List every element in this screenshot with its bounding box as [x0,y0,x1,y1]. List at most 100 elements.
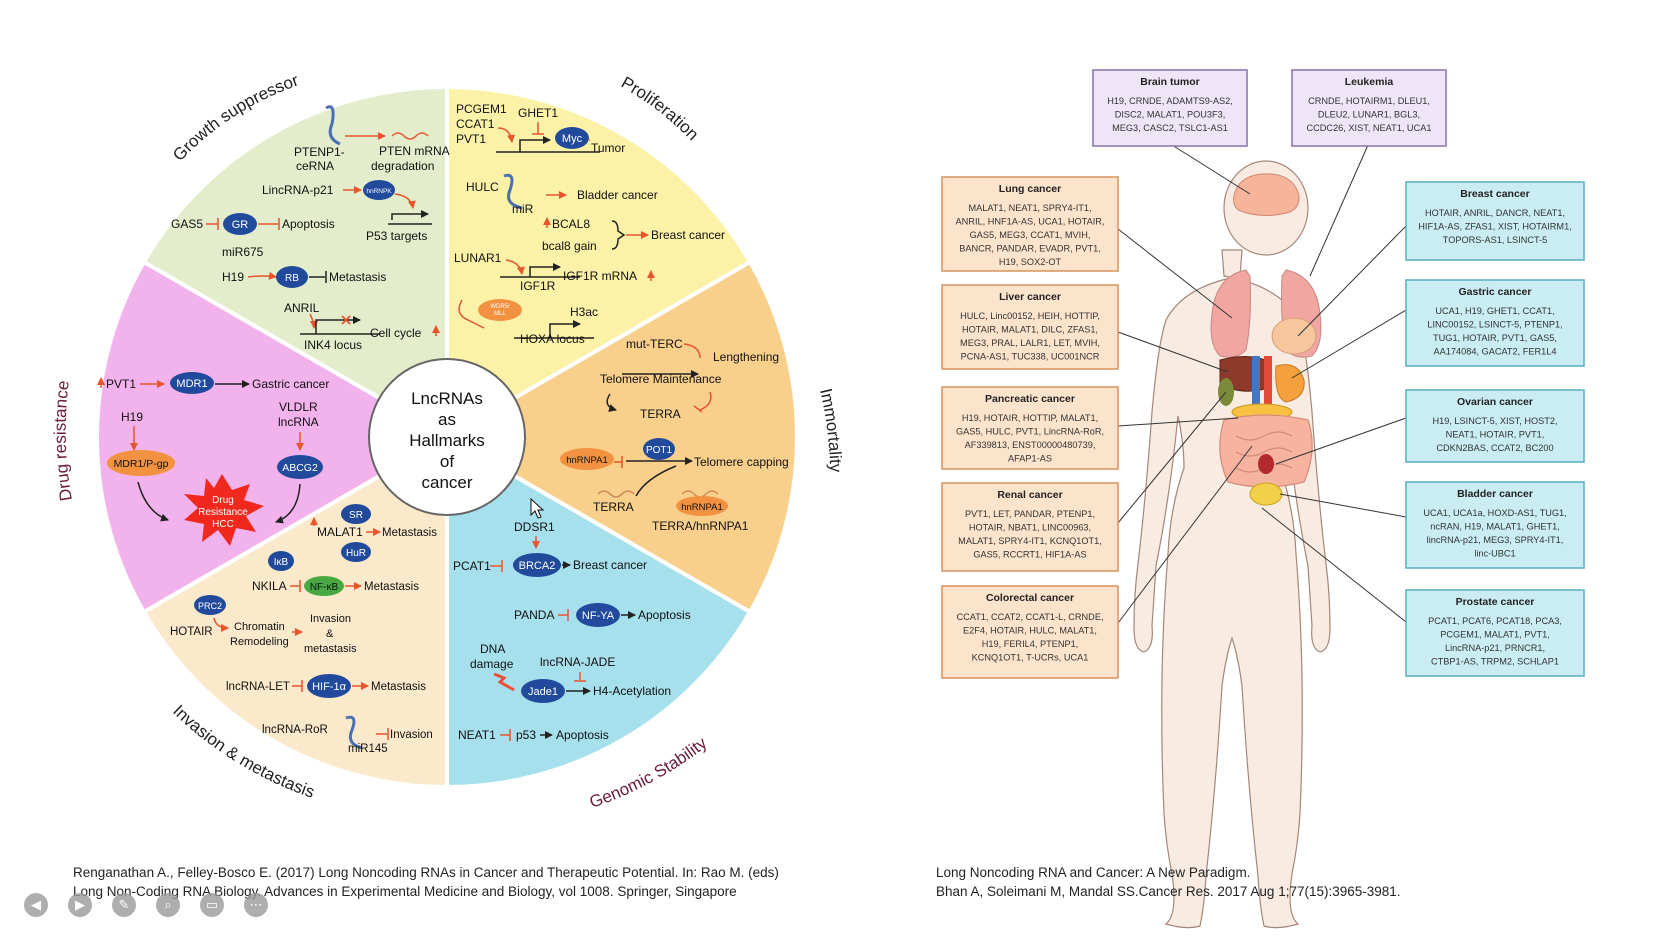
box-title: Gastric cancer [1459,286,1532,298]
center-circle [368,358,526,516]
box-line: AF339813, ENST00000480739, [965,440,1096,450]
mdr1-oval [170,372,214,394]
label-mir-prolif: miR [512,202,534,216]
box-line: H19, LSINCT-5, XIST, HOST2, [1432,416,1557,426]
center-line-2: as [438,410,456,429]
lightning-icon [493,672,515,692]
label-ikb: IκB [274,557,289,568]
terra-wave-icon [597,490,635,498]
box-title: Ovarian cancer [1457,396,1533,408]
label-damage: damage [470,657,514,671]
drug-resistance-burst-icon [184,474,264,546]
label-dna: DNA [480,642,505,656]
box-line: H19, SOX2-OT [999,257,1062,267]
ikb-oval [268,551,294,571]
previous-slide-button[interactable]: ◀ [24,893,48,917]
label-lncrna-ror: lncRNA-RoR [262,724,328,736]
label-cell-cycle: Cell cycle [370,326,422,340]
box-frame [1405,181,1585,261]
box-frame [1405,389,1585,463]
label-invasion-2: Invasion [390,729,433,741]
brca2-oval [513,553,561,577]
connector-lines [1117,144,1407,624]
label-bcal8: BCAL8 [552,217,590,231]
label-pvt1-drug: PVT1 [106,377,136,391]
ovary-organ [1258,454,1274,474]
label-remodeling: Remodeling [230,636,289,648]
label-apoptosis-gs-1: Apoptosis [638,608,691,622]
more-options-button[interactable]: ⋯ [244,893,268,917]
label-h4-acetylation: H4-Acetylation [593,684,671,698]
box-line: H19, HOTAIR, HOTTIP, MALAT1, [962,413,1098,423]
myc-oval [555,127,589,149]
label-amp: & [326,628,334,640]
abcg2-oval [277,455,323,479]
box-line: CCAT1, CCAT2, CCAT1-L, CRNDE, [956,612,1103,622]
label-lincrna-p21: LincRNA-p21 [262,183,334,197]
label-gr: GR [232,219,249,231]
label-lengthening: Lengthening [713,350,779,364]
box-line: GAS5, HULC, PVT1, LincRNA-RoR, [956,427,1104,437]
box-line: CRNDE, HOTAIRM1, DLEU1, [1308,96,1430,106]
lung-left-organ [1210,269,1251,358]
label-burst-hcc: HCC [212,519,234,530]
mir145-hairpin-icon [345,715,363,750]
more-icon: ⋯ [249,897,263,913]
label-sr: SR [349,510,363,521]
box-title: Pancreatic cancer [985,393,1075,405]
box-line: AA174084, GACAT2, FER1L4 [1434,347,1557,357]
proliferation-content: PCGEM1 CCAT1 PVT1 GHET1 Myc Tumor HULC m… [454,102,725,346]
immortality-content: mut-TERC Lengthening Telomere Maintenanc… [560,337,789,533]
label-hif-1a: HIF-1α [312,681,347,693]
label-ghet1: GHET1 [518,106,558,120]
box-line: ANRIL, HNF1A-AS, UCA1, HOTAIR, [956,217,1105,227]
label-p53-targets: P53 targets [366,229,427,243]
artery-organ [1264,356,1272,406]
label-bladder-cancer: Bladder cancer [577,188,658,202]
label-anril: ANRIL [284,301,320,315]
title-immortality: Immortality [816,387,845,473]
drug-content: PVT1 MDR1 Gastric cancer H19 VLDLR lncRN… [97,372,329,546]
label-gastric-cancer-drug: Gastric cancer [252,377,329,391]
label-wdr5: WDR5/ [490,304,510,310]
next-icon: ▶ [75,897,85,913]
box-frame [941,482,1119,572]
pen-tool-button[interactable]: ✎ [112,893,136,917]
hnrnpa1-oval [560,448,614,470]
label-ptenp1: PTENP1- [294,145,345,159]
breast-organ [1271,317,1317,355]
label-abcg2: ABCG2 [282,462,318,474]
label-hotair: HOTAIR [170,626,213,638]
box-title: Brain tumor [1140,76,1200,88]
box-line: AFAP1-AS [1008,454,1052,464]
label-terra-1: TERRA [640,407,681,421]
camera-button[interactable]: ▭ [200,893,224,917]
citation-left: Renganathan A., Felley-Bosco E. (2017) L… [73,863,779,901]
box-line: DLEU2, LUNAR1, BGL3, [1318,110,1420,120]
mdr1-pgp-oval [107,450,175,476]
label-mll: MLL [494,311,506,317]
box-frame [1092,69,1248,147]
label-lunar1: LUNAR1 [454,251,502,265]
box-title: Lung cancer [999,183,1061,195]
next-slide-button[interactable]: ▶ [68,893,92,917]
pot1-oval [643,438,675,460]
box-line: MALAT1, NEAT1, SPRY4-IT1, [968,203,1091,213]
label-myc: Myc [562,133,583,145]
box-line: UCA1, UCA1a, HOXD-AS1, TUG1, [1423,508,1566,518]
zoom-icon: ⌕ [164,897,172,913]
label-cerna: ceRNA [296,159,334,173]
box-line: GAS5, MEG3, CCAT1, MVIH, [970,230,1091,240]
label-hulc: HULC [466,180,499,194]
box-line: CTBP1-AS, TRPM2, SCHLAP1 [1431,657,1559,667]
label-igf1r-mrna: IGF1R mRNA [563,269,637,283]
center-line-5: cancer [421,473,472,492]
box-line: PVT1, LET, PANDAR, PTENP1, [965,509,1095,519]
label-metastasis-inv-3: metastasis [304,643,357,655]
zoom-button[interactable]: ⌕ [156,893,180,917]
